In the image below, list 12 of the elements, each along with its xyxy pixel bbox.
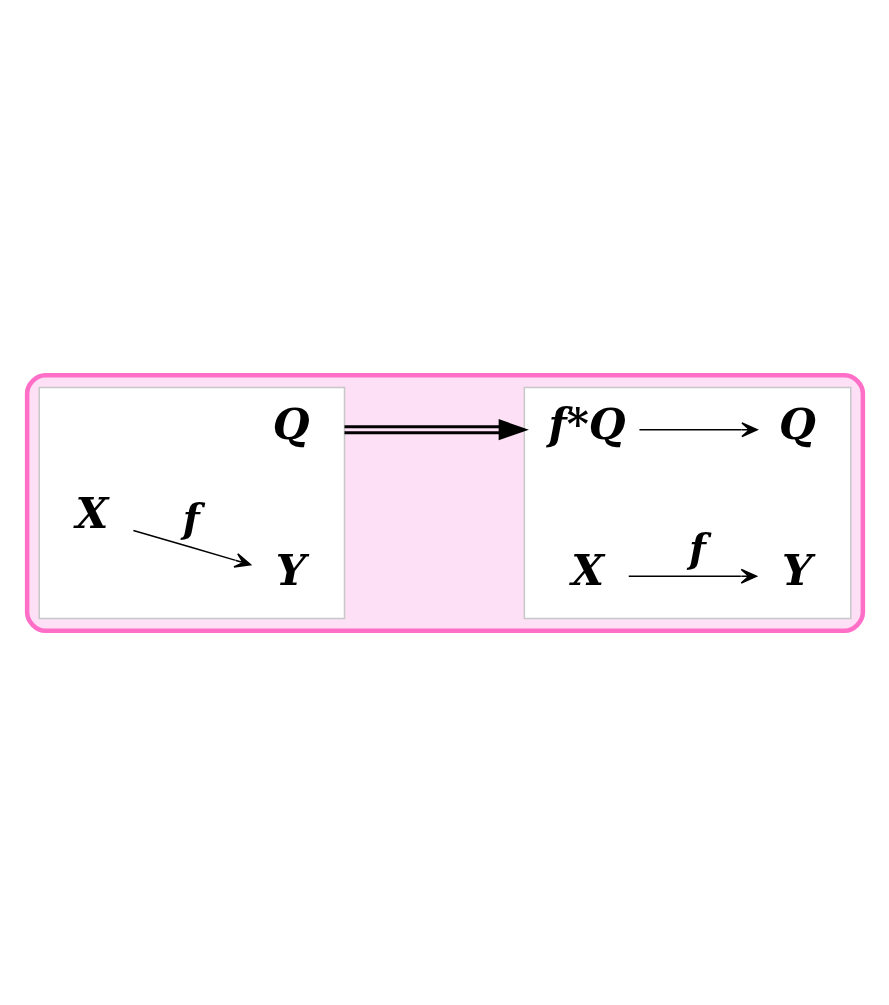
node-text: Q — [272, 398, 310, 449]
arrow — [638, 421, 758, 437]
arrow — [627, 568, 757, 584]
node-text: f*Q — [548, 398, 626, 449]
cluster — [523, 386, 852, 619]
arrow — [344, 418, 529, 440]
cluster — [37, 386, 345, 619]
cluster — [24, 372, 865, 633]
arrow — [132, 529, 251, 568]
node-text: Q — [778, 398, 816, 449]
node-text: X — [75, 487, 108, 538]
node-text: X — [570, 544, 604, 595]
